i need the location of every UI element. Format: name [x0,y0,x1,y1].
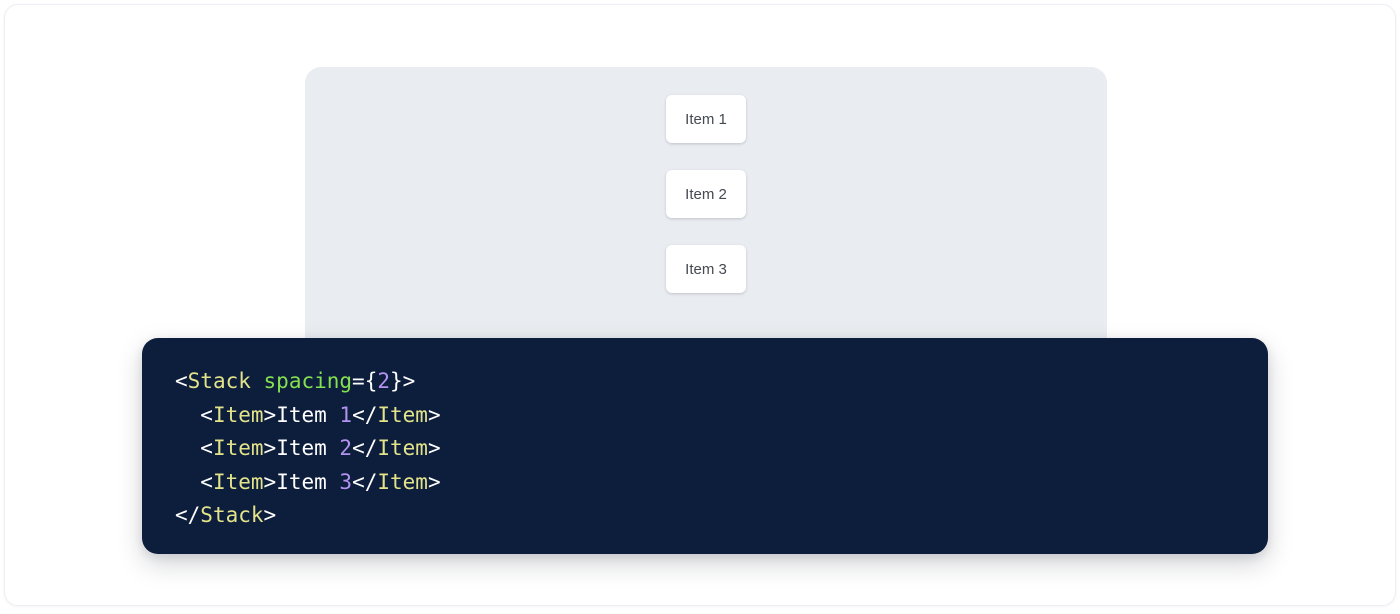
code-token-tag: Item [377,402,428,427]
code-token-punct: > [263,469,277,494]
code-token-punct: < [200,469,213,494]
stack-item[interactable]: Item 2 [666,170,746,218]
code-token-punct: > [263,436,277,461]
code-line: <Item>Item 3</Item> [175,469,441,494]
stack-item[interactable]: Item 3 [666,245,746,293]
code-line: </Stack> [175,503,276,527]
code-token-text: Item [276,469,340,494]
code-token-punct: > [263,503,277,528]
code-token-punct: < [200,436,213,461]
code-token-tag: Item [212,469,264,494]
code-token-num: 1 [339,402,353,427]
code-token-tag: Item [377,469,428,494]
stack-container: Item 1 Item 2 Item 3 [305,95,1107,293]
code-token-punct: > [263,402,277,427]
component-preview-panel: Item 1 Item 2 Item 3 [305,67,1107,357]
code-token-punct: </ [175,503,201,528]
code-token-punct: ={ [352,369,378,393]
code-token-num: 2 [377,369,390,393]
code-line: <Item>Item 1</Item> [175,402,441,427]
code-token-punct: }> [390,369,416,393]
code-token-punct: </ [352,469,378,494]
code-token-attr: spacing [263,369,353,393]
code-line: <Stack spacing={2}> [175,369,415,393]
code-token-tag: Stack [200,503,264,528]
code-snippet-block[interactable]: <Stack spacing={2}> <Item>Item 1</Item> … [142,338,1268,554]
code-token-tag: Item [212,402,264,427]
code-token-num: 2 [339,436,353,461]
code-token-tag: Stack [187,369,251,393]
code-token-tag: Item [212,436,264,461]
code-token-punct: < [175,369,188,393]
code-token-text: Item [276,436,340,461]
code-token-text [251,369,264,393]
code-token-num: 3 [339,469,353,494]
code-token-punct: > [427,436,441,461]
code-token-tag: Item [377,436,428,461]
page-card: Item 1 Item 2 Item 3 <Stack spacing={2}>… [4,4,1396,606]
stack-item[interactable]: Item 1 [666,95,746,143]
code-token-punct: > [427,469,441,494]
code-token-punct: > [427,402,441,427]
code-token-punct: < [200,402,213,427]
code-token-text: Item [276,402,340,427]
code-source: <Stack spacing={2}> <Item>Item 1</Item> … [175,365,1268,533]
code-token-punct: </ [352,436,378,461]
code-token-punct: </ [352,402,378,427]
code-line: <Item>Item 2</Item> [175,436,441,461]
